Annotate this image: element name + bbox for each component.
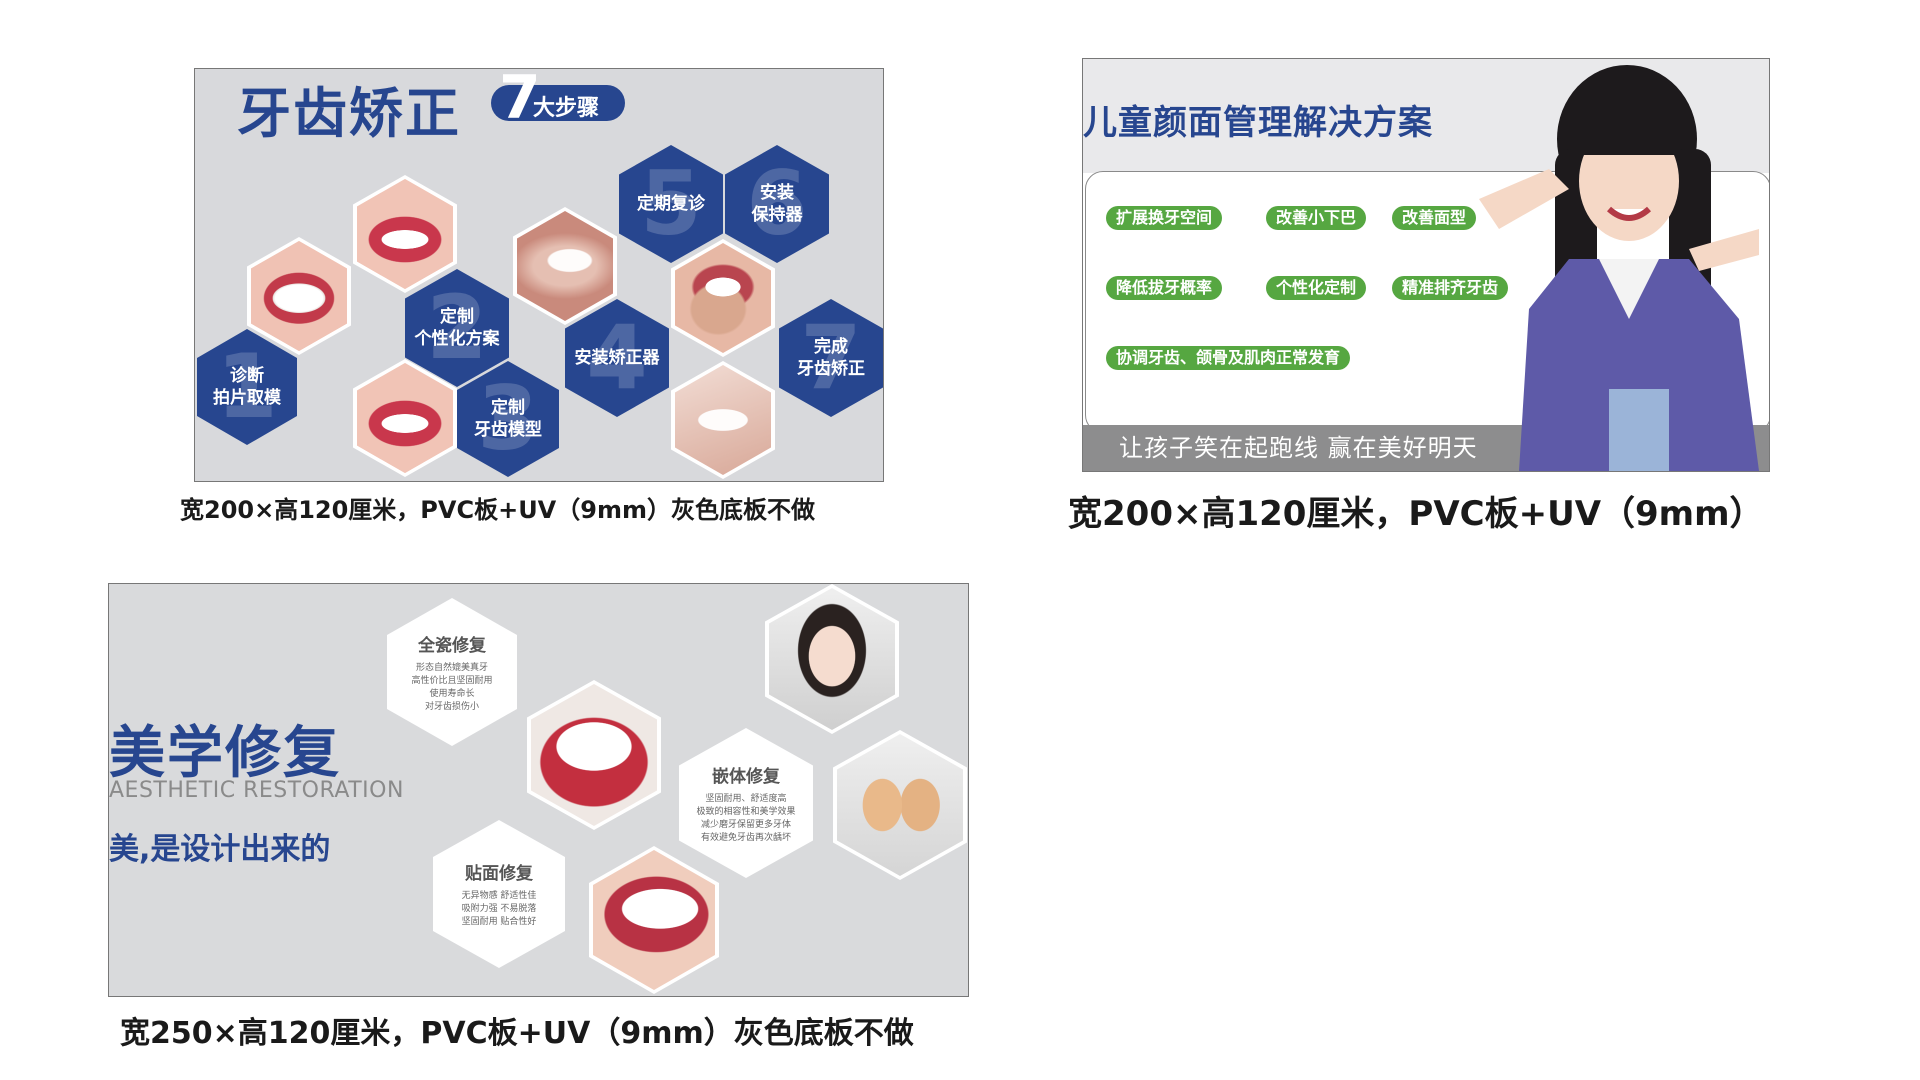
- board3-title: 美学修复: [109, 721, 341, 786]
- step-hex-5: 5 定期复诊: [619, 145, 723, 263]
- service-desc: 对牙齿损伤小: [424, 701, 479, 712]
- children-face-board: 儿童颜面管理解决方案 扩展换牙空间 改善小下巴 改善面型 降低拔牙概率 个性化定…: [1082, 58, 1770, 472]
- hand-left: [1479, 169, 1569, 229]
- service-hex-inlay: 嵌体修复 坚固耐用、舒适度高 极致的相容性和美学效果 减少磨牙保留更多牙体 有效…: [679, 728, 813, 878]
- step-number: 1: [216, 335, 278, 438]
- photo-hex-inlay: [833, 730, 967, 880]
- service-desc: 无异物感 舒适性佳: [461, 891, 537, 901]
- photo-hex-tray: [513, 207, 617, 325]
- tag: 个性化定制: [1266, 276, 1367, 300]
- clear-aligner-photo: [675, 365, 771, 475]
- step-label: 完成: [814, 337, 848, 357]
- step-label: 定制: [491, 398, 525, 418]
- bangs: [1581, 119, 1679, 155]
- smile-photo: [251, 241, 347, 351]
- tag: 降低拔牙概率: [1106, 276, 1223, 300]
- step-number: 3: [477, 367, 539, 470]
- step-label: 定期复诊: [637, 194, 705, 214]
- girl-photo: [1479, 65, 1759, 471]
- board2-title: 儿童颜面管理解决方案: [1083, 103, 1433, 143]
- photo-hex-teeth: [527, 680, 661, 830]
- step-label: 个性化方案: [414, 329, 500, 349]
- service-desc: 极致的相容性和美学效果: [696, 806, 796, 817]
- aligner-tray-photo: [517, 211, 613, 321]
- hand-insert-photo: [675, 243, 771, 353]
- tag: 扩展换牙空间: [1106, 206, 1223, 230]
- tag: 精准排齐牙齿: [1392, 276, 1509, 300]
- step-hex-4: 4 安装矫正器: [565, 299, 669, 417]
- service-title: 全瓷修复: [418, 635, 486, 656]
- teeth-mirror-photo: [531, 684, 657, 826]
- smile: [1606, 206, 1652, 221]
- aesthetic-restoration-board: 美学修复 AESTHETIC RESTORATION 美,是设计出来的 全瓷修复…: [108, 583, 969, 997]
- step-hex-1: 1 诊断 拍片取模: [197, 329, 297, 445]
- step-label: 牙齿矫正: [797, 359, 865, 379]
- step-hex-7: 7 完成 牙齿矫正: [779, 299, 883, 417]
- shirt: [1599, 259, 1659, 319]
- step-number: 5: [640, 152, 702, 255]
- board3-caption: 宽250×高120厘米，PVC板+UV（9mm）灰色底板不做: [120, 1016, 914, 1051]
- service-desc: 有效避免牙齿再次龋坏: [700, 832, 791, 843]
- woman-photo: [769, 588, 895, 730]
- service-desc: 吸附力强 不易脱落: [461, 904, 537, 914]
- board3-slogan: 美,是设计出来的: [109, 832, 331, 867]
- step-count-badge: 7 大步骤: [491, 69, 625, 133]
- step-hex-3: 3 定制 牙齿模型: [457, 361, 559, 477]
- photo-hex-clear: [671, 361, 775, 479]
- service-desc: 坚固耐用、舒适度高: [705, 793, 787, 804]
- service-hex-ceramic: 全瓷修复 形态自然媲美真牙 高性价比且坚固耐用 使用寿命长 对牙齿损伤小: [387, 598, 517, 746]
- step-number: 7: [800, 306, 862, 409]
- aligner-photo: [357, 363, 453, 473]
- skirt: [1609, 389, 1669, 471]
- step-hex-6: 6 安装 保持器: [725, 145, 829, 263]
- board1-caption: 宽200×高120厘米，PVC板+UV（9mm）灰色底板不做: [180, 496, 815, 524]
- step-label: 诊断: [230, 366, 264, 386]
- service-desc: 高性价比且坚固耐用: [411, 675, 493, 686]
- service-title: 嵌体修复: [712, 766, 780, 787]
- service-desc: 形态自然媲美真牙: [415, 662, 488, 673]
- service-title: 贴面修复: [465, 864, 533, 884]
- service-hex-veneer: 贴面修复 无异物感 舒适性佳 吸附力强 不易脱落 坚固耐用 贴合性好: [433, 820, 565, 968]
- jacket: [1519, 259, 1759, 471]
- step-label: 拍片取模: [213, 388, 281, 408]
- service-desc: 使用寿命长: [429, 688, 475, 699]
- board2-slogan: 让孩子笑在起跑线 赢在美好明天: [1119, 434, 1478, 462]
- service-desc: 坚固耐用 贴合性好: [461, 917, 537, 927]
- service-desc: 减少磨牙保留更多牙体: [700, 819, 791, 830]
- step-number: 6: [746, 152, 808, 255]
- inlay-photo: [837, 734, 963, 876]
- photo-hex-hand: [671, 239, 775, 357]
- tag: 改善小下巴: [1266, 206, 1367, 230]
- step-number: 2: [426, 276, 488, 379]
- step-count: 7: [499, 68, 541, 133]
- step-label: 定制: [440, 307, 474, 327]
- board3-subtitle: AESTHETIC RESTORATION: [109, 778, 404, 803]
- tag: 改善面型: [1392, 206, 1477, 230]
- step-suffix: 大步骤: [533, 96, 600, 121]
- step-label: 安装矫正器: [574, 348, 660, 368]
- tag: 协调牙齿、颌骨及肌肉正常发育: [1106, 346, 1351, 370]
- step-label: 安装: [760, 183, 794, 203]
- lips-photo: [357, 179, 453, 289]
- orthodontics-board: 牙齿矫正 7 大步骤 1 诊断 拍片取模 2 定制 个性化方案 3 定制 牙齿模…: [194, 68, 884, 482]
- photo-hex-smile: [589, 846, 719, 994]
- photo-hex-woman: [765, 584, 899, 734]
- photo-hex-lips: [353, 175, 457, 293]
- step-number: 4: [586, 306, 648, 409]
- smile-photo: [593, 850, 715, 990]
- step-label: 保持器: [751, 205, 803, 225]
- board2-caption: 宽200×高120厘米，PVC板+UV（9mm）: [1068, 494, 1764, 534]
- photo-hex-smile: [247, 237, 351, 355]
- board1-title: 牙齿矫正: [237, 82, 461, 145]
- step-label: 牙齿模型: [474, 420, 542, 440]
- hand-right: [1689, 229, 1759, 271]
